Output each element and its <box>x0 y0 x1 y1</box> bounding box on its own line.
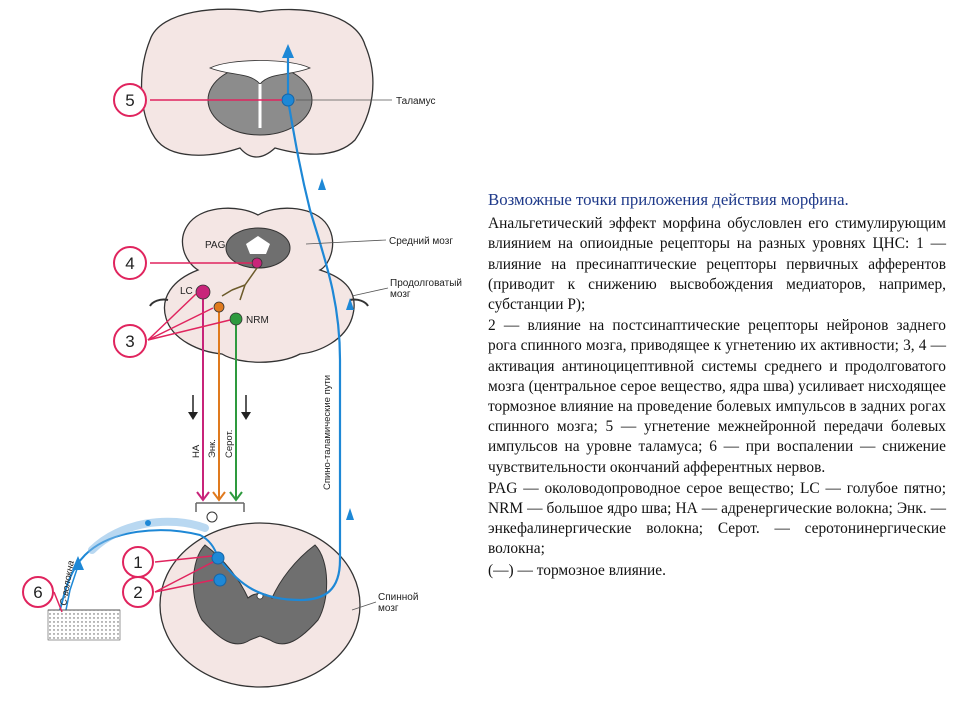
fiber-label-na: НА <box>191 444 202 458</box>
thalamus-section <box>140 8 374 158</box>
description-paragraph: Анальгетический эффект морфина обусловле… <box>488 215 946 314</box>
description-paragraph: 2 — влияние на постсинаптические рецепто… <box>488 317 946 476</box>
marker-2-label: 2 <box>133 583 142 602</box>
lc-nucleus <box>195 284 211 300</box>
nuclei <box>195 257 263 326</box>
tissue-patch <box>47 609 121 641</box>
description-title: Возможные точки приложения действия морф… <box>488 190 849 209</box>
thalamus-label: Таламус <box>396 96 436 107</box>
midbrain-label: Средний мозг <box>389 236 453 247</box>
marker-3-label: 3 <box>125 332 134 351</box>
tract-label: Спино-таламические пути <box>322 375 333 490</box>
description-paragraph: (—) — тормозное влияние. <box>488 561 666 579</box>
marker-5 <box>113 83 147 117</box>
marker-6-label: 6 <box>33 583 42 602</box>
lc-label: LC <box>180 286 193 297</box>
enk-neuron <box>213 301 225 313</box>
spinal-cord-section <box>159 522 361 688</box>
marker-1-label: 1 <box>133 553 142 572</box>
markers: 5 4 3 1 2 6 <box>22 83 282 613</box>
fiber-label-sero: Серот. <box>224 430 235 458</box>
description-panel: Возможные точки приложения действия морф… <box>488 190 946 582</box>
marker-6 <box>22 576 54 608</box>
marker-4-label: 4 <box>125 254 134 273</box>
marker-5-label: 5 <box>125 91 134 110</box>
nrm-label: NRM <box>246 315 269 326</box>
description-paragraph: PAG — околоводопроводное серое вещество;… <box>488 479 946 558</box>
marker-2 <box>122 576 154 608</box>
marker-3 <box>113 324 147 358</box>
descending-fibers <box>188 295 251 523</box>
nrm-nucleus <box>229 312 243 326</box>
pag-label: PAG <box>205 240 226 251</box>
spinothalamic-tract <box>59 44 354 611</box>
fiber-label-enk: Энк. <box>207 439 218 458</box>
marker-4 <box>113 246 147 280</box>
morphine-action-diagram: 5 4 3 1 2 6 Таламус Средний мозг Продолг… <box>22 8 462 688</box>
c-fiber-label: C-волокна <box>58 560 77 607</box>
